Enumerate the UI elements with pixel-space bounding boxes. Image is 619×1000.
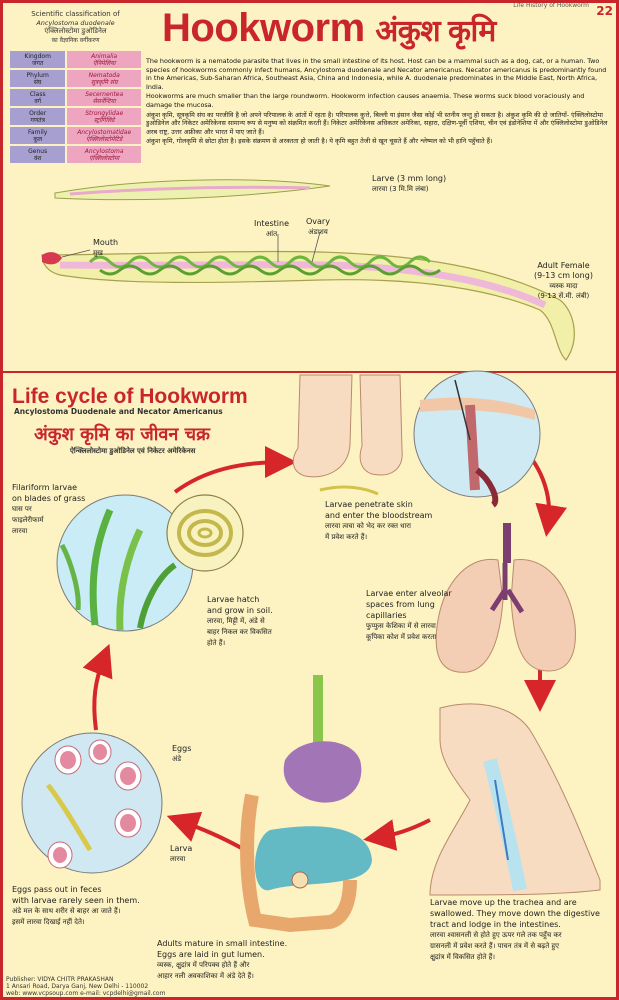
lungs-drawing (435, 523, 576, 673)
classification-heading: Scientific classification of (31, 10, 120, 18)
caption-trachea: Larvae move up the trachea and are swall… (430, 898, 600, 961)
label-larva-egg: Larva लारवा (170, 844, 193, 863)
caption-alveolar: Larvae enter alveolar spaces from lung c… (366, 589, 452, 641)
label-ovary: Ovary अंडाशय (306, 217, 330, 236)
classification-panel: Scientific classification of Ancylostoma… (8, 10, 143, 165)
page-number: 22 (596, 4, 613, 18)
throat-drawing (429, 703, 601, 896)
caption-hatch: Larvae hatch and grow in soil. लारवा, मि… (207, 595, 273, 647)
intro-text: The hookworm is a nematode parasite that… (146, 57, 608, 147)
label-mouth: Mouth मुख (93, 238, 119, 257)
cycle-arrows (82, 443, 567, 852)
intro-paragraph-2: Hookworms are much smaller than the larg… (146, 92, 585, 109)
eggs-circle (21, 732, 163, 874)
lifecycle-subtitle-hi: ऐन्क्लिलोस्टोमा डुओडिनेल एवं निकेटर अमेर… (70, 447, 196, 455)
classification-species: Ancylostoma duodenale (36, 19, 115, 27)
larva-drawing (54, 179, 331, 201)
grass-circle (56, 494, 194, 632)
label-adult-female: Adult Female (9-13 cm long) व्यस्क मादा … (534, 261, 593, 300)
caption-penetrate: Larvae penetrate skin and enter the bloo… (325, 500, 433, 541)
lifecycle-title-hi: अंकुश कृमि का जीवन चक्र (34, 424, 210, 445)
label-eggs: Eggs अंडे (172, 744, 192, 763)
adult-worm-drawing (41, 231, 575, 361)
intro-paragraph-1: The hookworm is a nematode parasite that… (146, 57, 607, 91)
intro-paragraph-3-hi: अंकुश कृमि, सूत्रकृमि संघ का परजीवि है ज… (146, 110, 608, 136)
caption-feces: Eggs pass out in feces with larvae rarel… (12, 885, 140, 926)
digestive-drawing (240, 675, 372, 933)
page-title: Hookworm अंकुश कृमि (162, 6, 496, 51)
series-note: Life History of Hookworm (513, 2, 589, 9)
feet-drawing (292, 374, 403, 496)
caption-filariform: Filariform larvae on blades of grass घास… (12, 483, 86, 535)
larva-coil-circle (166, 494, 244, 572)
skin-circle (413, 370, 541, 508)
caption-adults: Adults mature in small intestine. Eggs a… (157, 939, 288, 980)
intro-paragraph-4-hi: अंकुश कृमि, गोलकृमि से छोटा होता है। इसक… (146, 137, 493, 146)
classification-heading-hi2: का वैज्ञानिक वर्गीकरण (51, 37, 100, 44)
publisher-info: Publisher: VIDYA CHITR PRAKASHAN 1 Ansar… (6, 976, 166, 997)
classification-heading-hi: एंक्लिलोस्टोमा डुओडिनेल (44, 27, 107, 35)
label-intestine: Intestine आंत (254, 219, 290, 238)
label-larva: Larve (3 mm long) लारवा (3 मि.मि लंबा) (372, 174, 447, 193)
lifecycle-subtitle: Ancylostoma Duodenale and Necator Americ… (14, 407, 223, 416)
title-hindi: अंकुश कृमि (375, 15, 496, 48)
lifecycle-title: Life cycle of Hookworm (12, 385, 248, 408)
title-english: Hookworm (162, 6, 365, 50)
